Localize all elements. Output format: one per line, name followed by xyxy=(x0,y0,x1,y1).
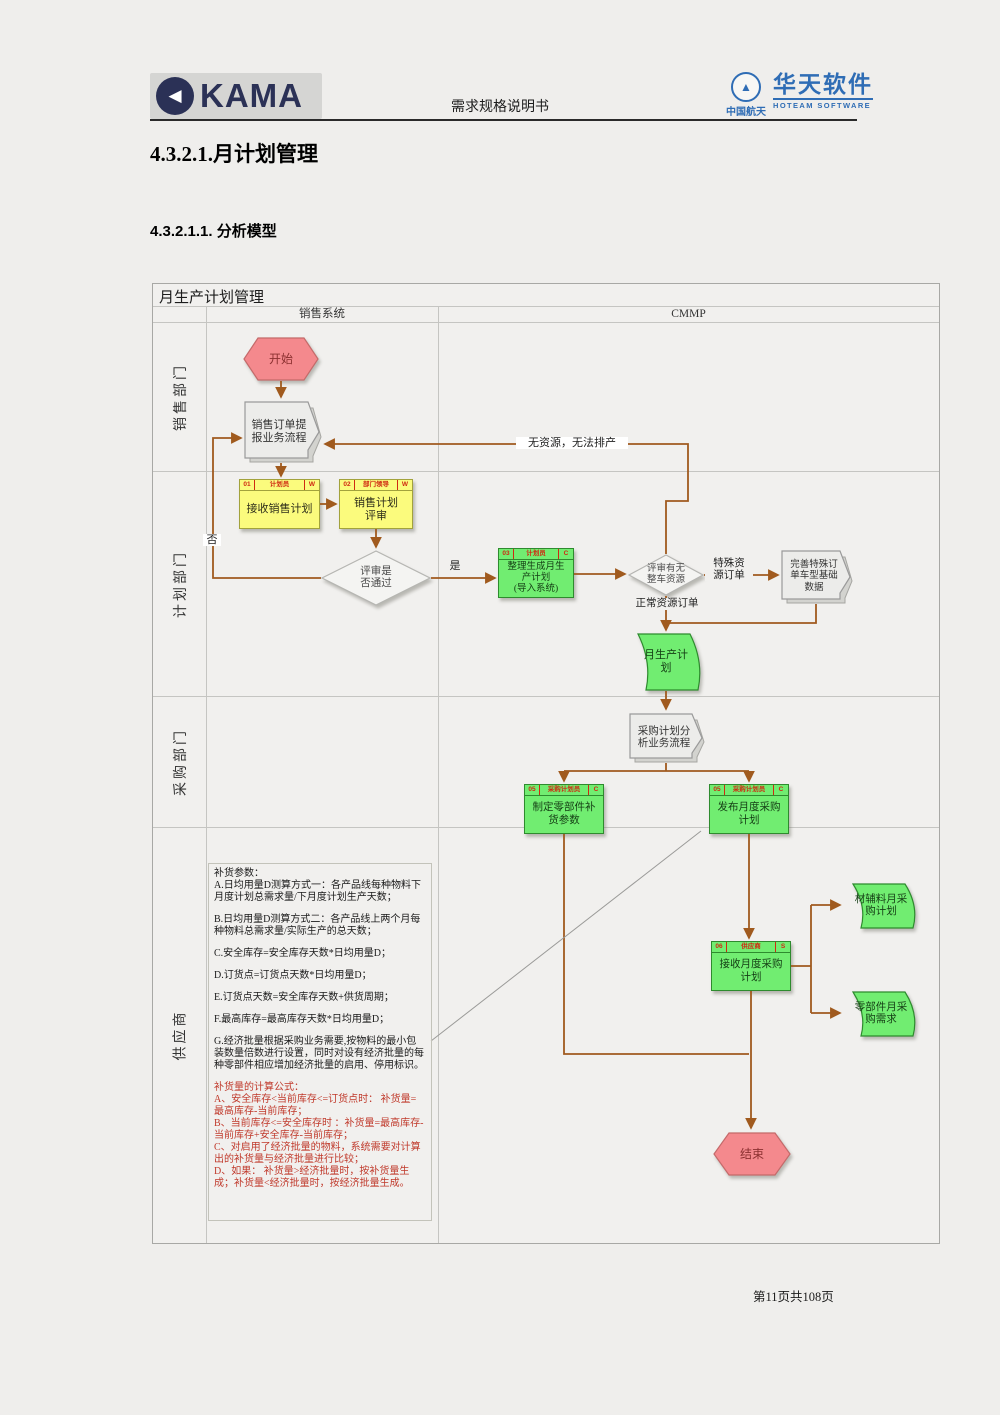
replenishment-note: 补货参数： A.日均用量D测算方式一：各产品线每种物料下月度计划总需求量/下月度… xyxy=(208,863,432,1221)
decision-review-pass: 评审是 否通过 xyxy=(320,550,432,606)
note-line: C.安全库存=安全库存天数*日均用量D； xyxy=(214,948,392,959)
start-node: 开始 xyxy=(243,337,319,381)
edge-label-yes: 是 xyxy=(446,560,464,573)
kama-emblem-icon: ◀ xyxy=(156,77,194,115)
hoteam-name-en: HOTEAM SOFTWARE xyxy=(773,101,872,110)
decision-vehicle-resource: 评审有无 整车资源 xyxy=(627,554,705,596)
column-header-cmmp: CMMP xyxy=(671,308,706,320)
note-line: G.经济批量根据采购业务需要,按物料的最小包装数量倍数进行设置，同时对设有经济批… xyxy=(214,1036,424,1071)
purchase-plan-analysis-node: 采购计划分 析业务流程 xyxy=(629,713,705,763)
section-heading: 4.3.2.1.月计划管理 xyxy=(150,142,318,166)
note-line: 补货参数： xyxy=(214,868,264,879)
flowchart: 月生产计划管理 销售系统 CMMP 销售部门 计划部门 采购部门 供应商 开始 … xyxy=(152,283,940,1244)
subsection-heading: 4.3.2.1.1. 分析模型 xyxy=(150,223,277,240)
lane-label-planning-dept: 计划部门 xyxy=(173,549,189,618)
note-line: F.最高库存=最高库存天数*日均用量D； xyxy=(214,1014,390,1025)
lane-label-supplier: 供应商 xyxy=(173,1009,189,1061)
casc-name: 中国航天 xyxy=(726,107,766,118)
grid-line xyxy=(153,322,939,323)
document-type-title: 需求规格说明书 xyxy=(451,100,549,115)
page-number: 第11页共108页 xyxy=(753,1290,834,1304)
end-node: 结束 xyxy=(713,1132,791,1176)
edge-label-special-order: 特殊资 源订单 xyxy=(705,558,753,582)
note-line-red: A、安全库存<当前库存<=订货点时： 补货量=最高库存-当前库存； xyxy=(214,1094,417,1117)
sales-order-process-node: 销售订单提 报业务流程 xyxy=(244,401,322,463)
material-monthly-purchase-plan-doc: 材辅料月采 购计划 xyxy=(843,883,919,929)
flowchart-title: 月生产计划管理 xyxy=(159,290,265,306)
casc-triangle-icon: ▲ xyxy=(740,79,752,94)
note-line-red: D、如果： 补货量>经济批量时，按补货量生成；补货量<经济批量时，按经济批量生成… xyxy=(214,1166,410,1189)
hoteam-logo: ▲ 中国航天 华天软件 HOTEAM SOFTWARE xyxy=(726,72,873,120)
grid-line xyxy=(206,306,207,1243)
grid-line xyxy=(153,306,939,307)
edge-label-no: 否 xyxy=(203,534,221,547)
column-header-sales-system: 销售系统 xyxy=(299,308,345,320)
note-line: A.日均用量D测算方式一：各产品线每种物料下月度计划总需求量/下月度计划生产天数… xyxy=(214,880,421,903)
note-line: E.订货点天数=安全库存天数+供货周期； xyxy=(214,992,394,1003)
note-line: B.日均用量D测算方式二：各产品线上两个月每种物料总需求量/实际生产的总天数； xyxy=(214,914,421,937)
grid-line xyxy=(153,696,939,697)
grid-line xyxy=(153,471,939,472)
edge-label-no-resource: 无资源，无法排产 xyxy=(516,437,628,450)
note-line-red: B、当前库存<=安全库存时 ：补货量=最高库存-当前库存+安全库存-当前库存； xyxy=(214,1118,424,1141)
kama-logo: ◀ KAMA xyxy=(150,73,322,119)
edge-label-normal-order: 正常资源订单 xyxy=(627,598,707,610)
lane-label-purchasing-dept: 采购部门 xyxy=(173,727,189,796)
casc-emblem-icon: ▲ xyxy=(731,72,761,102)
note-line: D.订货点=订货点天数*日均用量D； xyxy=(214,970,372,981)
kama-logo-text: KAMA xyxy=(200,77,303,114)
lane-label-sales-dept: 销售部门 xyxy=(173,362,189,431)
hoteam-name-cn: 华天软件 xyxy=(773,72,873,100)
monthly-production-plan-doc: 月生产计 划 xyxy=(628,633,704,691)
note-line-red: 补货量的计算公式： xyxy=(214,1082,304,1093)
kama-arrow-icon: ◀ xyxy=(168,86,182,105)
grid-line xyxy=(438,306,439,1243)
parts-monthly-purchase-demand-doc: 零部件月采 购需求 xyxy=(843,991,919,1037)
special-order-basic-data-node: 完善特殊订 单车型基础 数据 xyxy=(781,550,853,604)
annotation-leader-line xyxy=(430,830,702,1042)
note-line-red: C、对启用了经济批量的物料，系统需要对计算出的补货量与经济批量进行比较； xyxy=(214,1142,421,1165)
header-rule xyxy=(150,119,857,121)
